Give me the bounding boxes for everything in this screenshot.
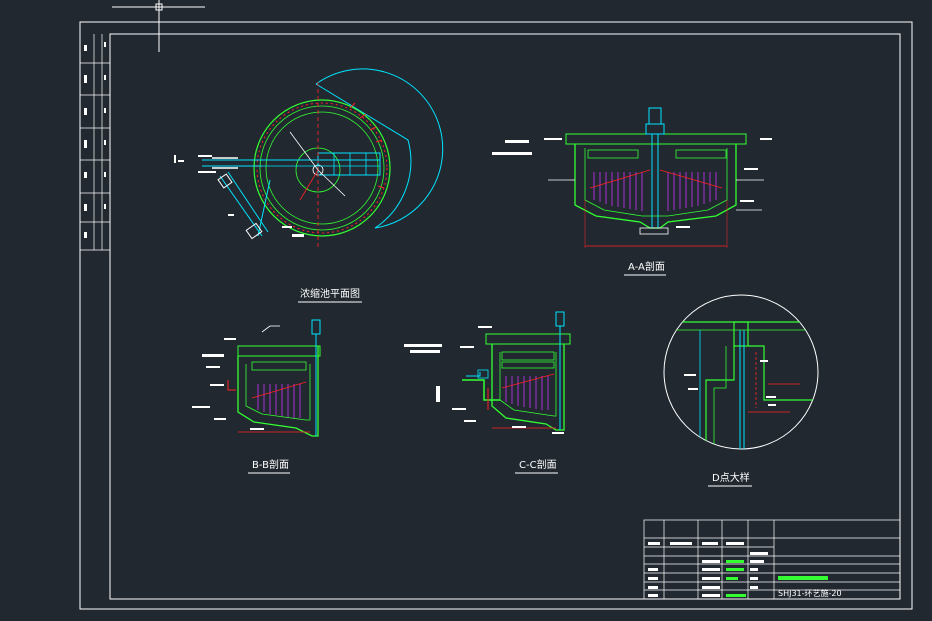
- section-bb-title: B-B剖面: [252, 458, 289, 471]
- outer-frame: [79, 21, 913, 610]
- binding-strip: [80, 34, 110, 251]
- section-aa[interactable]: [492, 107, 772, 248]
- section-cc-title: C-C剖面: [519, 458, 557, 471]
- drawing-number: SHJ31-环艺施-20: [778, 588, 842, 598]
- plan-view[interactable]: [174, 68, 444, 250]
- title-block-green-marks: [726, 560, 828, 597]
- binding-strip-marks: [84, 42, 106, 238]
- section-aa-title: A-A剖面: [628, 260, 665, 273]
- section-bb[interactable]: [192, 319, 321, 437]
- detail-d[interactable]: [663, 294, 819, 450]
- title-block: [643, 519, 901, 600]
- section-cc[interactable]: [404, 311, 571, 434]
- crosshair-cursor: [112, 0, 205, 52]
- inner-frame: [109, 33, 901, 600]
- detail-d-title: D点大样: [712, 471, 750, 484]
- title-block-marks: [648, 542, 768, 597]
- plan-view-title: 浓缩池平面图: [300, 287, 360, 300]
